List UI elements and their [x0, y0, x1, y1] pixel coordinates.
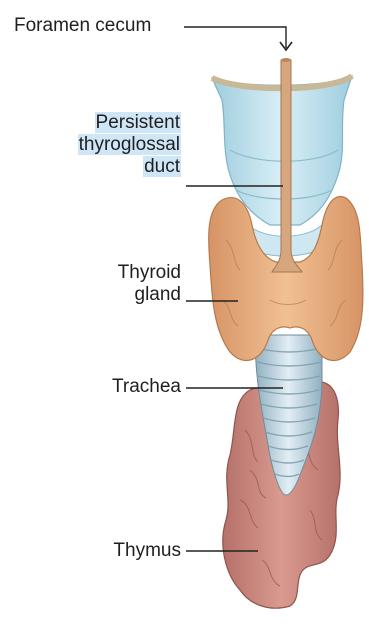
label-trachea: Trachea [60, 376, 181, 398]
leader-foramen-cecum [184, 27, 286, 48]
duct-label-line-3: duct [143, 156, 181, 177]
duct-label-line-2: thyroglossal [78, 134, 181, 155]
thyroid-label-line-1: Thyroid [60, 262, 181, 284]
label-thyroid-gland: Thyroid gland [60, 262, 181, 306]
label-persistent-thyroglossal-duct: Persistent thyroglossal duct [40, 112, 181, 178]
duct-label-line-1: Persistent [95, 112, 181, 133]
foramen-cecum-text: Foramen cecum [14, 15, 151, 36]
label-foramen-cecum: Foramen cecum [14, 15, 182, 37]
label-thymus: Thymus [60, 540, 181, 562]
thymus-text: Thymus [113, 540, 181, 561]
thyroid-label-line-2: gland [60, 284, 181, 306]
trachea-text: Trachea [112, 376, 181, 397]
